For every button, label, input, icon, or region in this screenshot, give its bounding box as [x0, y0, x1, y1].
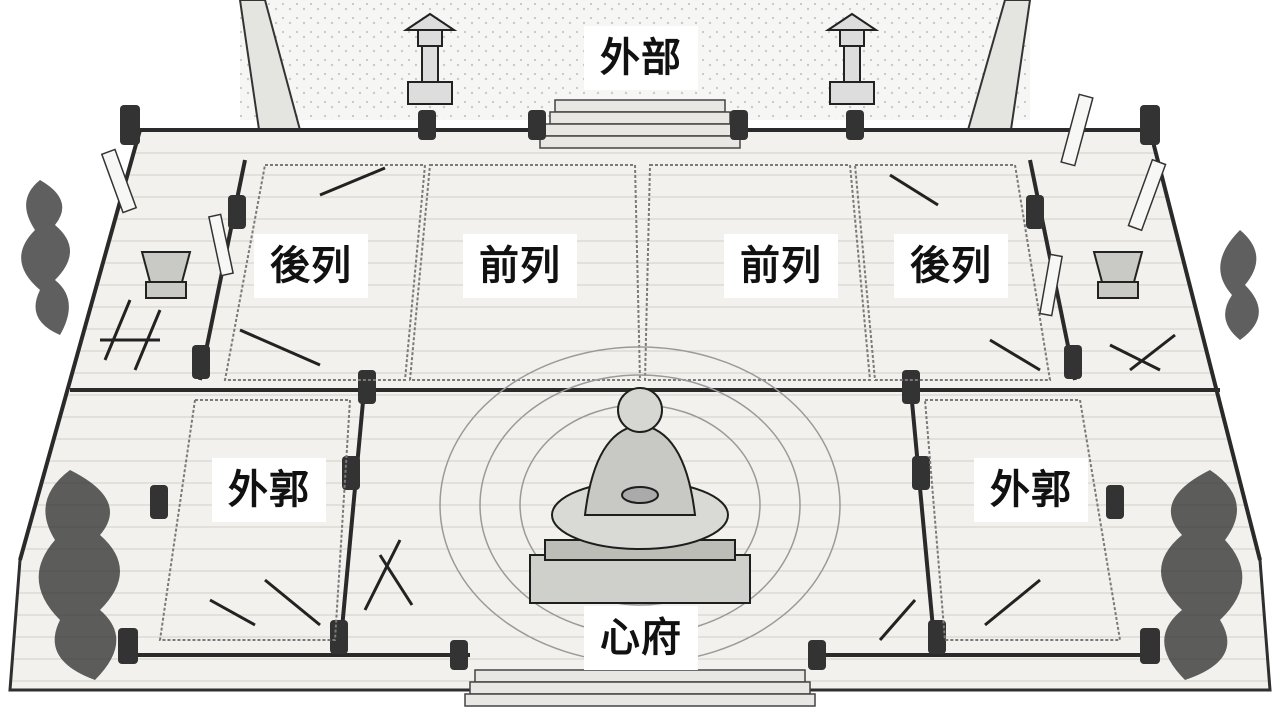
zone-label-outer[interactable]: 外部: [584, 26, 698, 90]
zone-label-outer-ward-left[interactable]: 外郭: [212, 458, 326, 522]
weapon-rack-icon: [100, 299, 1176, 372]
zone-label-front-left[interactable]: 前列: [463, 234, 577, 298]
zone-label-outer-ward-right[interactable]: 外郭: [974, 458, 1088, 522]
stone-lantern-icon: [402, 12, 458, 105]
monk-statue-icon: [529, 387, 751, 604]
zone-label-heart[interactable]: 心府: [584, 606, 698, 670]
smoke-icon: [1161, 230, 1259, 680]
smoke-icon: [21, 180, 120, 680]
scattered-weapons: [209, 166, 1041, 641]
incense-burner-icon: [1092, 251, 1144, 299]
hanging-banners: [100, 93, 1167, 317]
entry-steps: [539, 99, 741, 149]
incense-burner-icon: [140, 251, 192, 299]
zone-label-rear-left[interactable]: 後列: [254, 234, 368, 298]
zone-label-front-right[interactable]: 前列: [724, 234, 838, 298]
railing-posts: [118, 105, 1160, 670]
zone-mats: [158, 164, 1122, 641]
zone-label-rear-right[interactable]: 後列: [894, 234, 1008, 298]
stone-lantern-icon: [824, 12, 880, 105]
exit-steps: [464, 669, 816, 707]
